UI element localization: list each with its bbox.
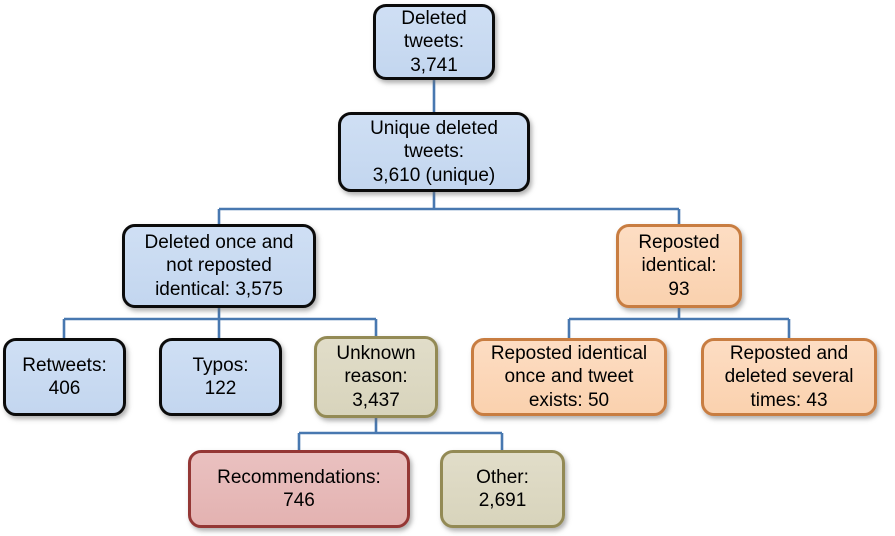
node-reposted-deleted-several: Reposted and deleted several times: 43: [701, 338, 877, 416]
node-unique-deleted-tweets: Unique deleted tweets: 3,610 (unique): [338, 112, 530, 192]
edge-level4: [297, 418, 504, 450]
node-retweets: Retweets: 406: [3, 338, 126, 416]
edge-level3-left: [62, 308, 378, 338]
node-reposted-identical-once: Reposted identical once and tweet exists…: [471, 338, 667, 416]
node-deleted-once-not-reposted: Deleted once and not reposted identical:…: [122, 224, 316, 308]
node-unknown-reason: Unknown reason: 3,437: [314, 336, 438, 418]
edge-level3-right: [567, 308, 791, 338]
edge-level2: [217, 192, 681, 224]
node-typos: Typos: 122: [159, 338, 282, 416]
node-deleted-tweets: Deleted tweets: 3,741: [373, 4, 495, 80]
node-recommendations: Recommendations: 746: [188, 450, 410, 528]
node-reposted-identical: Reposted identical: 93: [616, 224, 742, 308]
node-other: Other: 2,691: [440, 450, 565, 528]
